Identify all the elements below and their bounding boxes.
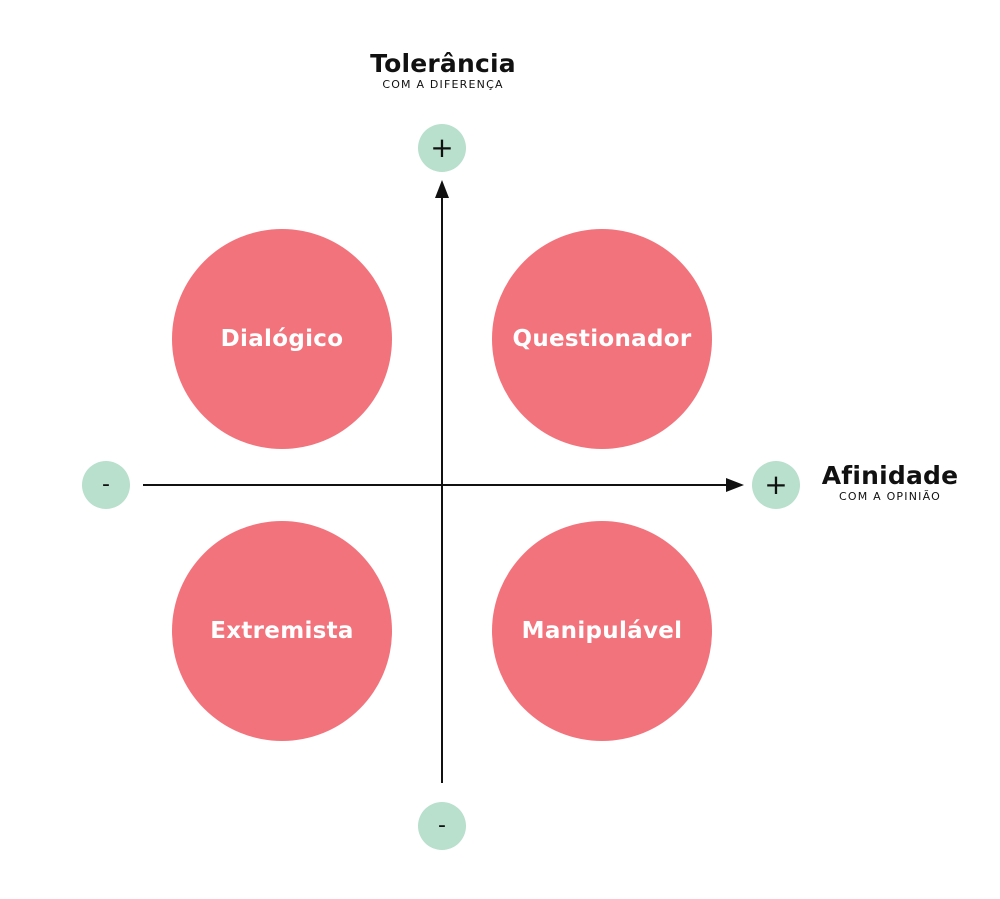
x-axis-title: Afinidade <box>821 461 959 490</box>
quadrant-label: Questionador <box>512 326 692 352</box>
quadrant-questionador: Questionador <box>492 229 712 449</box>
quadrant-manipulavel: Manipulável <box>492 521 712 741</box>
quadrant-label: Extremista <box>210 618 354 644</box>
y-axis-title-block: Tolerância COM A DIFERENÇA <box>330 50 556 92</box>
quadrant-dialogico: Dialógico <box>172 229 392 449</box>
x-axis-title-block: Afinidade COM A OPINIÃO <box>810 462 970 504</box>
x-axis-plus-badge: + <box>752 461 800 509</box>
y-axis-minus-badge: - <box>418 802 466 850</box>
arrow-right-icon <box>726 478 744 492</box>
y-axis-title: Tolerância <box>370 49 516 78</box>
y-axis-subtitle: COM A DIFERENÇA <box>382 78 504 91</box>
y-axis-plus-badge: + <box>418 124 466 172</box>
quadrant-label: Dialógico <box>220 326 344 352</box>
x-axis-subtitle: COM A OPINIÃO <box>839 490 941 503</box>
quadrant-label: Manipulável <box>521 618 683 644</box>
x-axis-minus-badge: - <box>82 461 130 509</box>
arrow-up-icon <box>435 180 449 198</box>
quadrant-extremista: Extremista <box>172 521 392 741</box>
